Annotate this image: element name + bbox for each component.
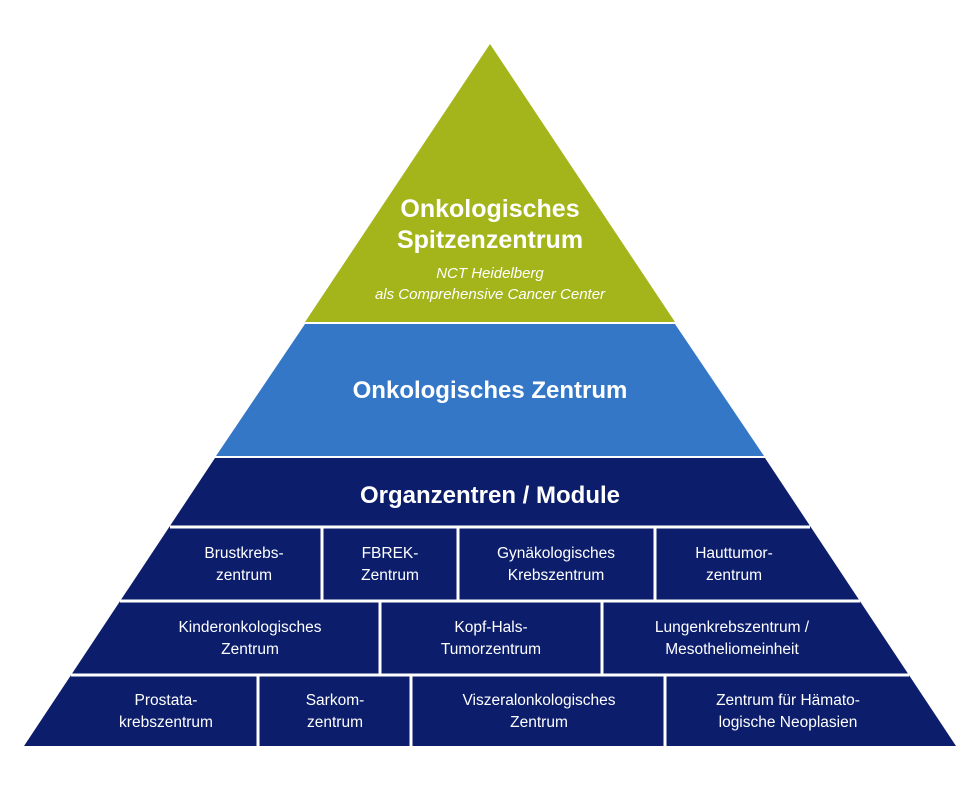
apex-subtitle-line2: als Comprehensive Cancer Center: [375, 286, 606, 303]
cell-prostatakrebszentrum-line2: krebszentrum: [119, 714, 213, 731]
apex-subtitle-line1: NCT Heidelberg: [436, 265, 544, 282]
cell-viszeralonkologisches-line2: Zentrum: [510, 714, 568, 731]
cell-brustkrebszentrum-line2: zentrum: [216, 567, 272, 584]
middle-tier: [216, 324, 764, 456]
cell-haematologische-neoplasien-line1: Zentrum für Hämato-: [716, 692, 860, 709]
cell-kinderonkologisches-line1: Kinderonkologisches: [178, 619, 321, 636]
cell-fbrek-line2: Zentrum: [361, 567, 419, 584]
cell-dividers: [71, 525, 909, 746]
cell-lungenkrebszentrum-line1: Lungenkrebszentrum /: [655, 619, 810, 636]
cell-gynaekologisches-line2: Krebszentrum: [508, 567, 604, 584]
cell-viszeralonkologisches-line1: Viszeralonkologisches: [462, 692, 615, 709]
cell-hauttumor-line1: Hauttumor-: [695, 545, 773, 562]
apex-tier: [305, 44, 675, 322]
middle-title: Onkologisches Zentrum: [353, 377, 628, 404]
cell-haematologische-neoplasien-line2: logische Neoplasien: [719, 714, 858, 731]
cell-sarkomzentrum-line2: zentrum: [307, 714, 363, 731]
apex-title-line2: Spitzenzentrum: [397, 226, 583, 254]
cell-prostatakrebszentrum-line1: Prostata-: [135, 692, 198, 709]
apex-title-line1: Onkologisches: [400, 195, 579, 223]
cell-kinderonkologisches-line2: Zentrum: [221, 641, 279, 658]
cell-fbrek-line1: FBREK-: [362, 545, 419, 562]
cell-gynaekologisches-line1: Gynäkologisches: [497, 545, 615, 562]
cell-kopf-hals-line1: Kopf-Hals-: [454, 619, 527, 636]
base-title: Organzentren / Module: [360, 482, 620, 509]
cell-brustkrebszentrum-line1: Brustkrebs-: [204, 545, 283, 562]
cell-lungenkrebszentrum-line2: Mesotheliomeinheit: [665, 641, 799, 658]
cell-kopf-hals-line2: Tumorzentrum: [441, 641, 541, 658]
cell-sarkomzentrum-line1: Sarkom-: [306, 692, 365, 709]
cell-hauttumor-line2: zentrum: [706, 567, 762, 584]
